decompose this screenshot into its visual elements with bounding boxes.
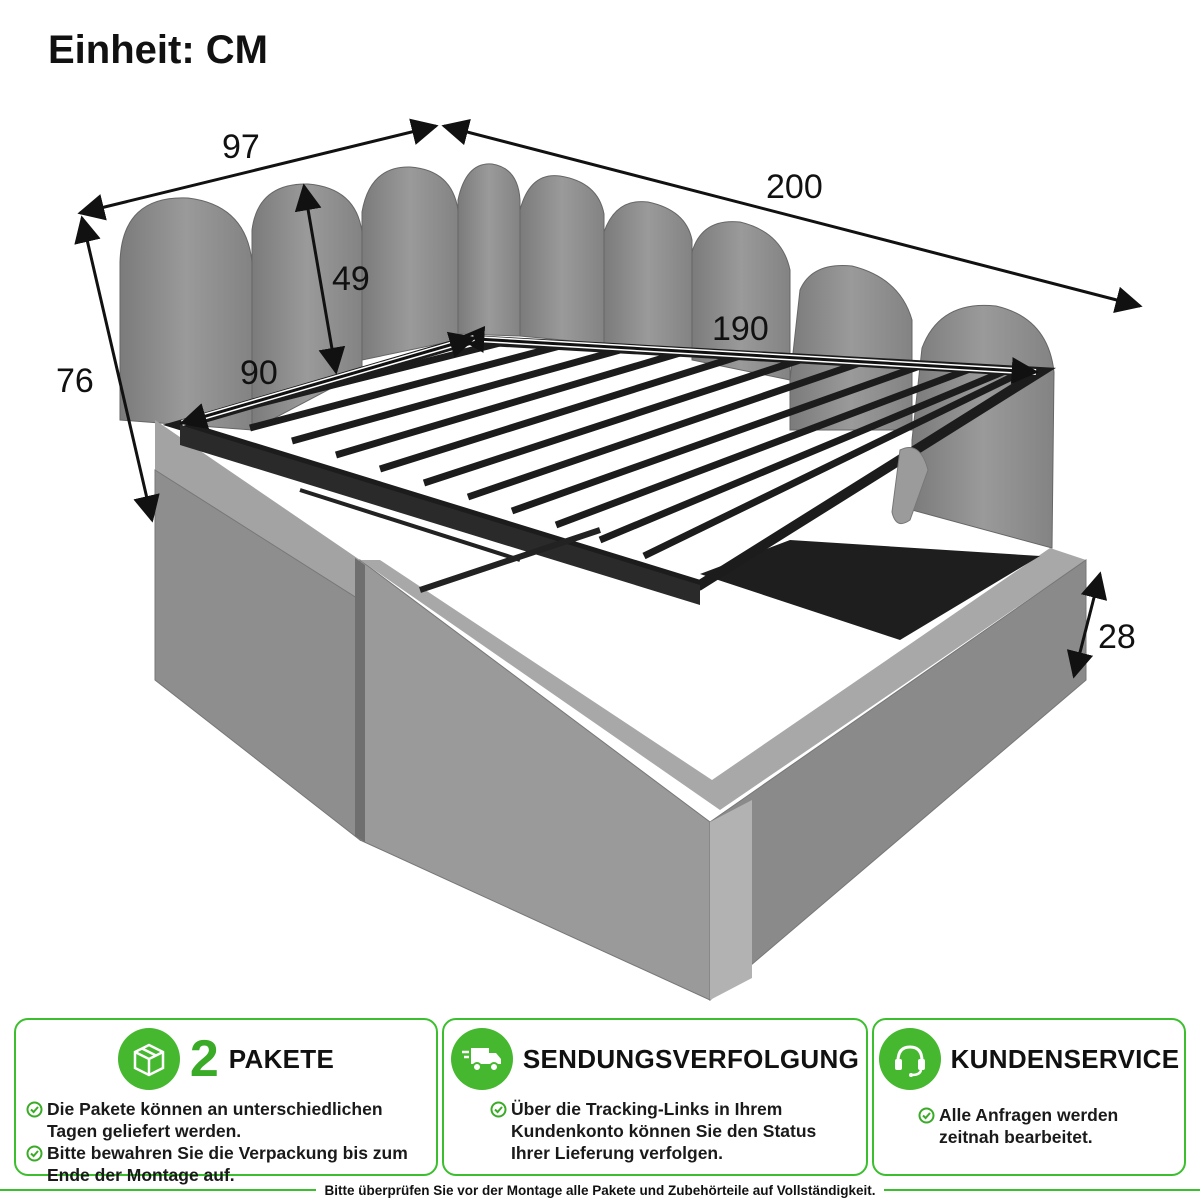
check-circle-icon — [490, 1101, 507, 1118]
storage-base-panel — [700, 540, 1040, 640]
check-circle-icon — [26, 1101, 43, 1118]
depth-label: 97 — [222, 128, 260, 166]
headboard-panel — [457, 163, 521, 337]
height-label: 76 — [56, 362, 94, 400]
headboard-panel — [603, 201, 693, 357]
footer-note-bar: Bitte überprüfen Sie vor der Montage all… — [0, 1180, 1200, 1200]
check-circle-icon — [918, 1107, 935, 1124]
unit-label: Einheit: CM — [48, 28, 268, 72]
headboard-panel — [119, 197, 253, 431]
headset-icon — [878, 1028, 941, 1090]
bed-side-rails — [154, 420, 1087, 1002]
panel-title-packages: PAKETE — [228, 1043, 335, 1074]
panel-title-service: KUNDENSERVICE — [950, 1043, 1180, 1074]
footer-divider — [883, 1189, 1200, 1191]
dimension-arrows — [74, 118, 1143, 679]
package-box-icon — [117, 1028, 180, 1090]
info-line: Über die Tracking-Links in Ihrem Kundenk… — [490, 1098, 856, 1164]
headboard-panel-height-label: 49 — [332, 260, 370, 298]
info-line: Die Pakete können an unterschiedlichen T… — [26, 1098, 426, 1142]
slat-length-label: 190 — [712, 310, 769, 348]
headboard-panel — [911, 304, 1055, 549]
frame-height-label: 28 — [1098, 618, 1136, 656]
footer-divider — [0, 1189, 317, 1191]
slat-width-label: 90 — [240, 354, 278, 392]
delivery-truck-icon — [450, 1028, 513, 1090]
panel-title-tracking: SENDUNGSVERFOLGUNG — [522, 1043, 860, 1074]
tracking-info-panel: SENDUNGSVERFOLGUNG Über die Tracking-Lin… — [442, 1018, 868, 1176]
footer-note: Bitte überprüfen Sie vor der Montage all… — [324, 1182, 876, 1198]
package-count: 2 — [189, 1030, 219, 1088]
headboard-panel — [519, 175, 605, 345]
bed-dimension-illustration: 97 200 76 49 190 90 28 — [56, 118, 1143, 1002]
info-line: Bitte bewahren Sie die Verpackung bis zu… — [26, 1142, 426, 1186]
check-circle-icon — [26, 1145, 43, 1162]
length-label: 200 — [766, 168, 823, 206]
info-line: Alle Anfragen werden zeitnah bearbeitet. — [918, 1104, 1174, 1148]
packages-info-panel: 2 PAKETE Die Pakete können an unterschie… — [14, 1018, 438, 1185]
headboard-panel — [361, 166, 459, 361]
customer-service-panel: KUNDENSERVICE Alle Anfragen werden zeitn… — [872, 1018, 1186, 1176]
